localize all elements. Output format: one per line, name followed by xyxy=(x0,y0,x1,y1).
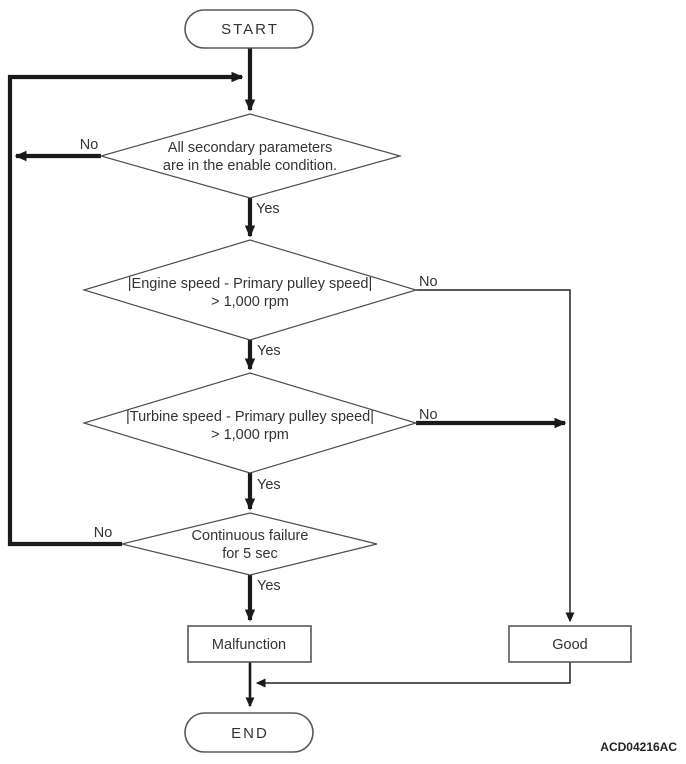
decision2-text-line1: |Engine speed - Primary pulley speed| xyxy=(128,276,373,292)
decision3-diamond xyxy=(81,372,419,474)
decision2-yes-label: Yes xyxy=(257,343,281,359)
decision4-diamond xyxy=(121,512,378,576)
decision2-no-label: No xyxy=(419,274,438,290)
decision2-diamond xyxy=(81,239,419,341)
decision2-text-line2: > 1,000 rpm xyxy=(211,294,289,310)
decision1-text-line2: are in the enable condition. xyxy=(163,158,337,174)
decision1-yes-label: Yes xyxy=(256,201,280,217)
figure-code: ACD04216AC xyxy=(600,740,677,754)
connector-loop-return xyxy=(7,71,244,547)
connector-decision2-no-to-good xyxy=(416,289,575,623)
malfunction-label: Malfunction xyxy=(212,637,286,653)
decision4-yes-label: Yes xyxy=(257,578,281,594)
decision3-text-line1: |Turbine speed - Primary pulley speed| xyxy=(126,409,374,425)
end-label: END xyxy=(231,725,269,742)
decision1-diamond xyxy=(98,113,403,199)
connector-good-merge xyxy=(255,662,571,688)
good-label: Good xyxy=(552,637,587,653)
decision3-no-label: No xyxy=(419,407,438,423)
start-label: START xyxy=(221,21,279,38)
malfunction-node xyxy=(187,625,312,663)
start-node xyxy=(184,9,314,49)
decision4-text-line1: Continuous failure xyxy=(192,528,309,544)
decision3-text-line2: > 1,000 rpm xyxy=(211,427,289,443)
decision4-text-line2: for 5 sec xyxy=(222,546,278,562)
decision3-yes-label: Yes xyxy=(257,477,281,493)
end-node xyxy=(184,712,314,753)
decision4-no-label: No xyxy=(94,525,113,541)
decision1-text-line1: All secondary parameters xyxy=(168,140,332,156)
decision1-no-label: No xyxy=(80,137,99,153)
good-node xyxy=(508,625,632,663)
